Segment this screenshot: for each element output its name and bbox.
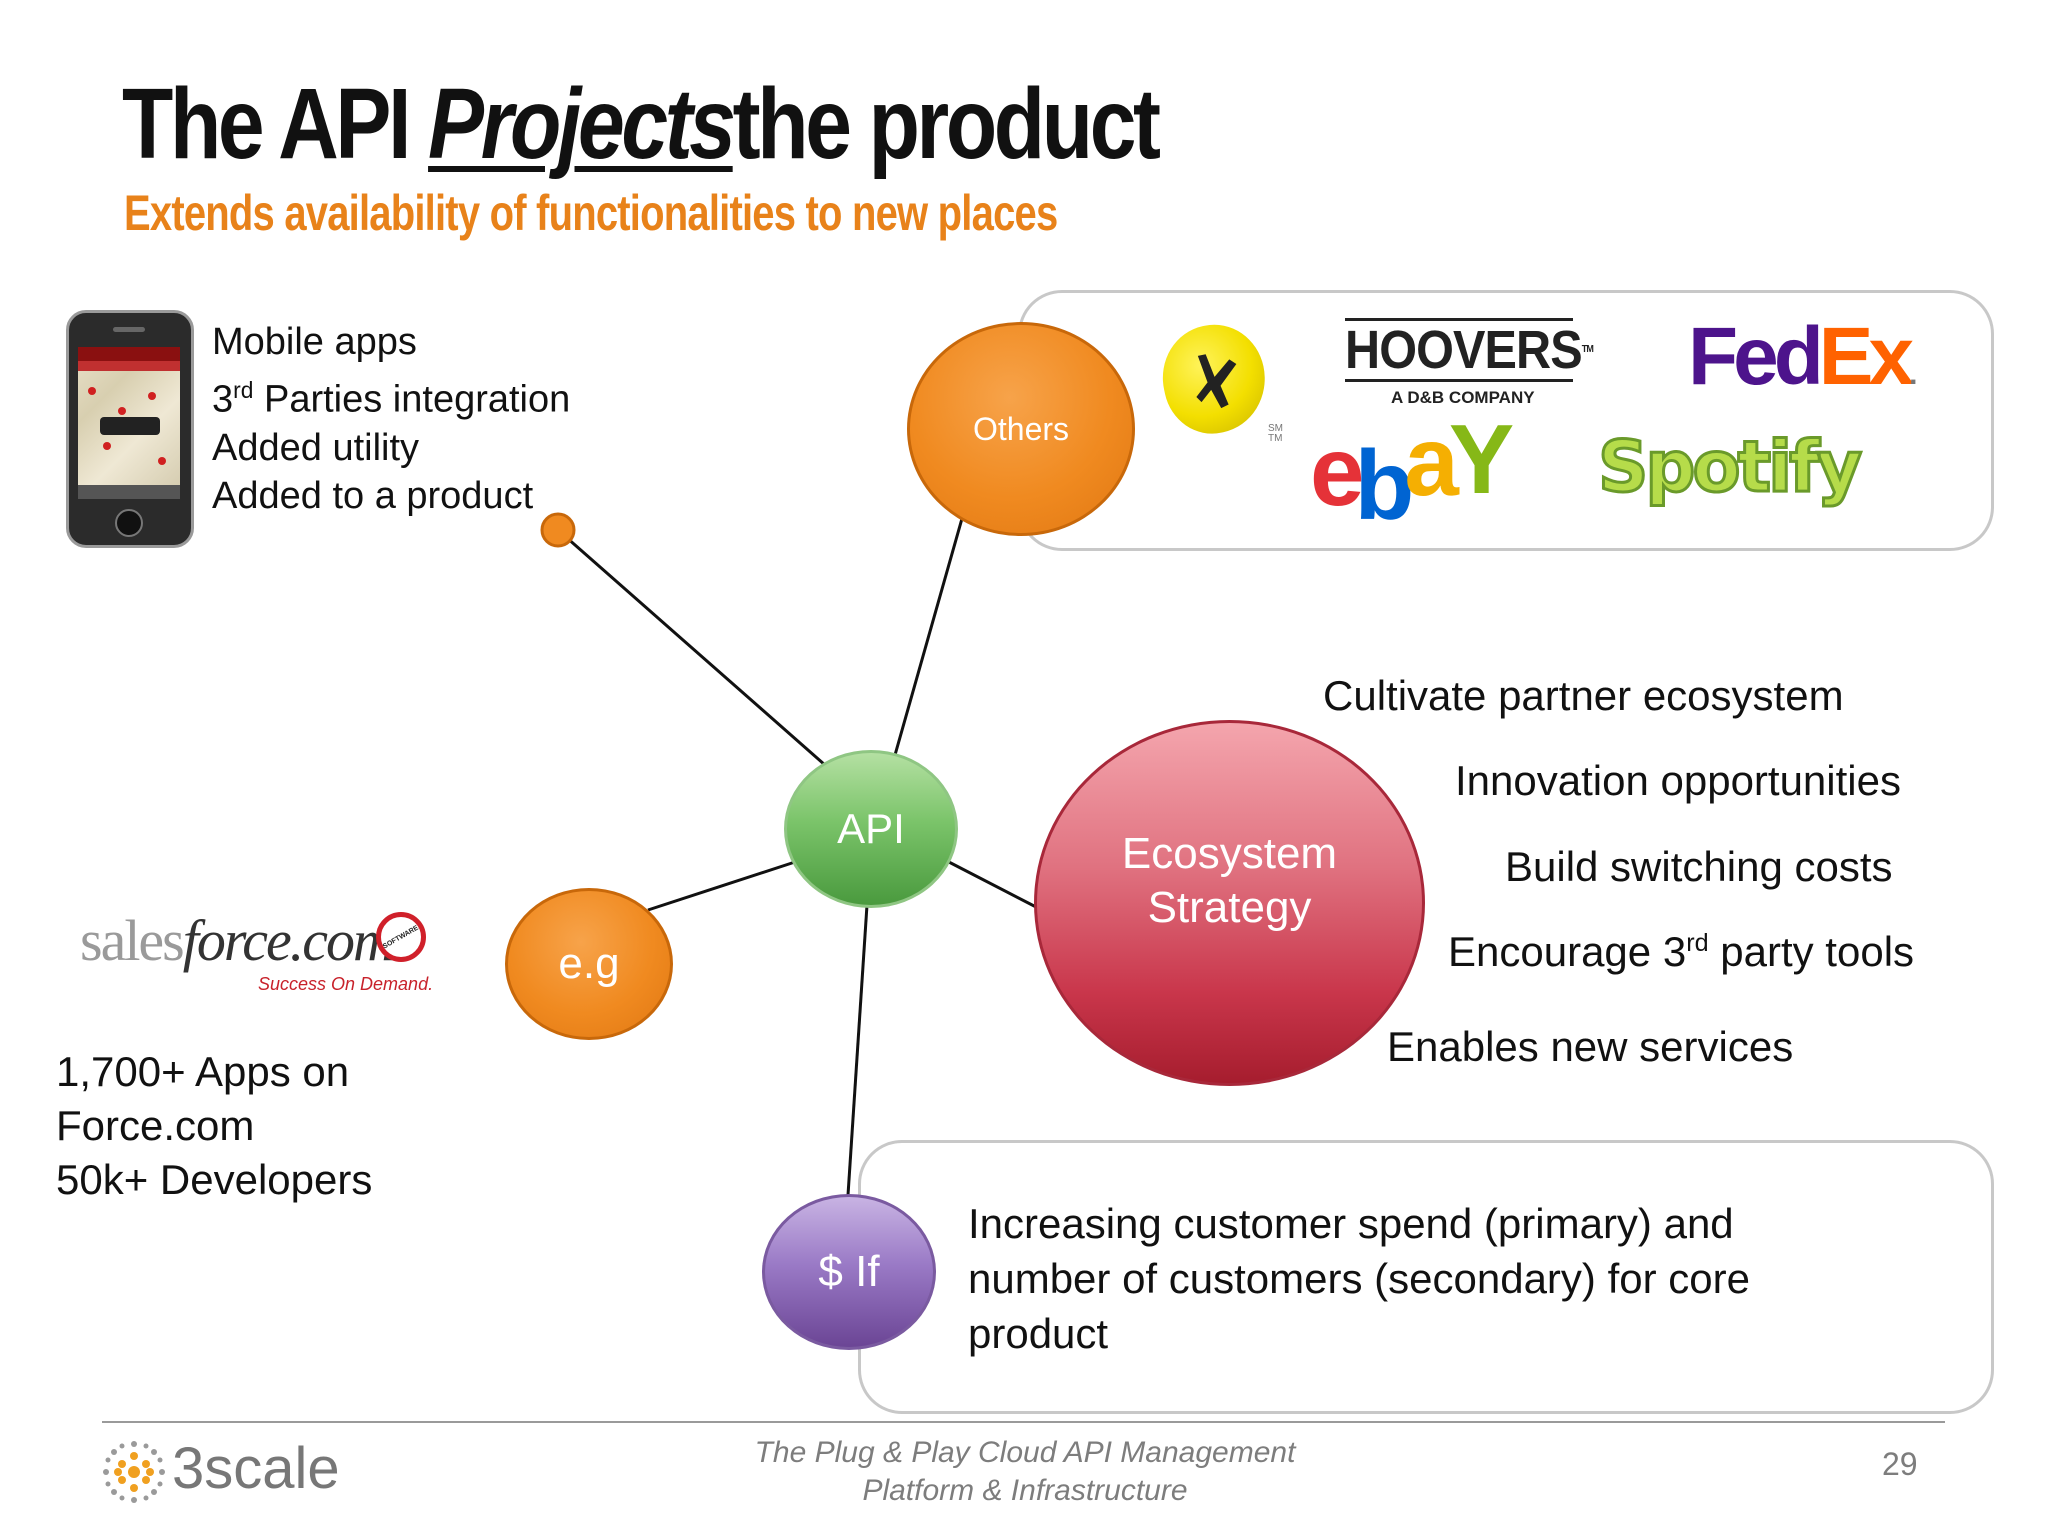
threescale-logo: 3scale — [100, 1438, 360, 1506]
api-label: API — [837, 805, 905, 852]
walking-fingers-icon — [1196, 354, 1237, 409]
yellow-pages-tm: SM TM — [1268, 423, 1283, 444]
ebay-logo: ebaY — [1310, 404, 1514, 540]
footer-line2: Platform & Infrastructure — [862, 1474, 1188, 1507]
mobile-item-utility: Added utility — [212, 426, 420, 469]
line-eg — [647, 860, 796, 912]
ecosystem-label-line2: Strategy — [1147, 883, 1312, 932]
spotify-logo: Spotify — [1596, 426, 1863, 508]
footer-divider — [102, 1421, 1945, 1423]
threescale-dots-icon — [103, 1441, 165, 1503]
mobile-item-product: Added to a product — [212, 474, 534, 517]
iphone-screen-map — [78, 347, 180, 499]
title-part-2: Projects — [428, 68, 736, 180]
salesforce-tagline: Success On Demand. — [258, 974, 434, 994]
iphone-image — [66, 310, 194, 548]
eco-item-switching: Build switching costs — [1505, 843, 1893, 890]
mobile-uses-list: Mobile apps 3rd Parties integration Adde… — [212, 318, 570, 520]
yellow-pages-logo — [1152, 315, 1276, 443]
revenue-line3: product — [968, 1310, 1109, 1357]
iphone-home-button — [115, 509, 143, 537]
eco-item-3rd-party-tools: Encourage 3rd party tools — [1448, 928, 1915, 975]
mobile-item-apps: Mobile apps — [212, 321, 417, 363]
line-others — [893, 514, 965, 756]
line-ecosystem — [944, 858, 1039, 910]
title-part-1: The API — [122, 68, 429, 180]
footer-tagline: The Plug & Play Cloud API Management Pla… — [700, 1434, 1350, 1510]
eco-item-partner: Cultivate partner ecosystem — [1323, 672, 1844, 719]
revenue-box — [858, 1140, 1994, 1414]
slide-title: The API Projectsthe product — [122, 74, 1161, 174]
stats-developers: 50k+ Developers — [56, 1156, 373, 1203]
stats-apps: 1,700+ Apps on — [56, 1048, 350, 1095]
others-bubble: Others — [907, 322, 1135, 536]
revenue-text: Increasing customer spend (primary) and … — [968, 1196, 1750, 1361]
salesforce-stats: 1,700+ Apps on Force.com 50k+ Developers — [56, 1045, 372, 1207]
mobile-endpoint-dot — [540, 512, 576, 548]
hoovers-wordmark: HOOVERS — [1345, 320, 1583, 380]
hoovers-subtitle: A D&B COMPANY — [1391, 388, 1535, 407]
hoovers-logo: HOOVERSTM A D&B COMPANY — [1345, 318, 1594, 408]
others-label: Others — [972, 410, 1070, 447]
fedex-logo: FedEx. — [1688, 311, 1918, 402]
eg-label: e.g — [558, 939, 620, 988]
mobile-item-3rd-parties: 3rd Parties integration — [212, 377, 571, 421]
line-mobile — [557, 528, 826, 767]
revenue-line2: number of customers (secondary) for core — [968, 1255, 1750, 1302]
api-bubble: API — [784, 750, 958, 908]
eg-bubble: e.g — [505, 888, 673, 1040]
line-if — [846, 904, 869, 1196]
threescale-wordmark: 3scale — [172, 1436, 340, 1501]
no-software-badge: SOFTWARE — [376, 912, 426, 962]
footer-line1: The Plug & Play Cloud API Management — [754, 1436, 1296, 1469]
if-label: $ If — [818, 1247, 880, 1296]
salesforce-logo: salesforce.com Success On Demand. SOFTWA… — [80, 908, 434, 995]
eco-item-new-services: Enables new services — [1387, 1023, 1794, 1070]
iphone-speaker — [113, 327, 145, 332]
page-number: 29 — [1882, 1446, 1918, 1482]
slide-subtitle: Extends availability of functionalities … — [124, 185, 1058, 241]
ecosystem-label-line1: Ecosystem — [1121, 829, 1338, 878]
eco-item-innovation: Innovation opportunities — [1455, 757, 1901, 804]
hoovers-tm: TM — [1581, 344, 1594, 355]
title-part-3: the product — [732, 68, 1161, 180]
stats-force: Force.com — [56, 1102, 255, 1149]
dollar-if-bubble: $ If — [762, 1194, 936, 1350]
revenue-line1: Increasing customer spend (primary) and — [968, 1200, 1734, 1247]
ecosystem-strategy-bubble: Ecosystem Strategy — [1034, 720, 1425, 1086]
